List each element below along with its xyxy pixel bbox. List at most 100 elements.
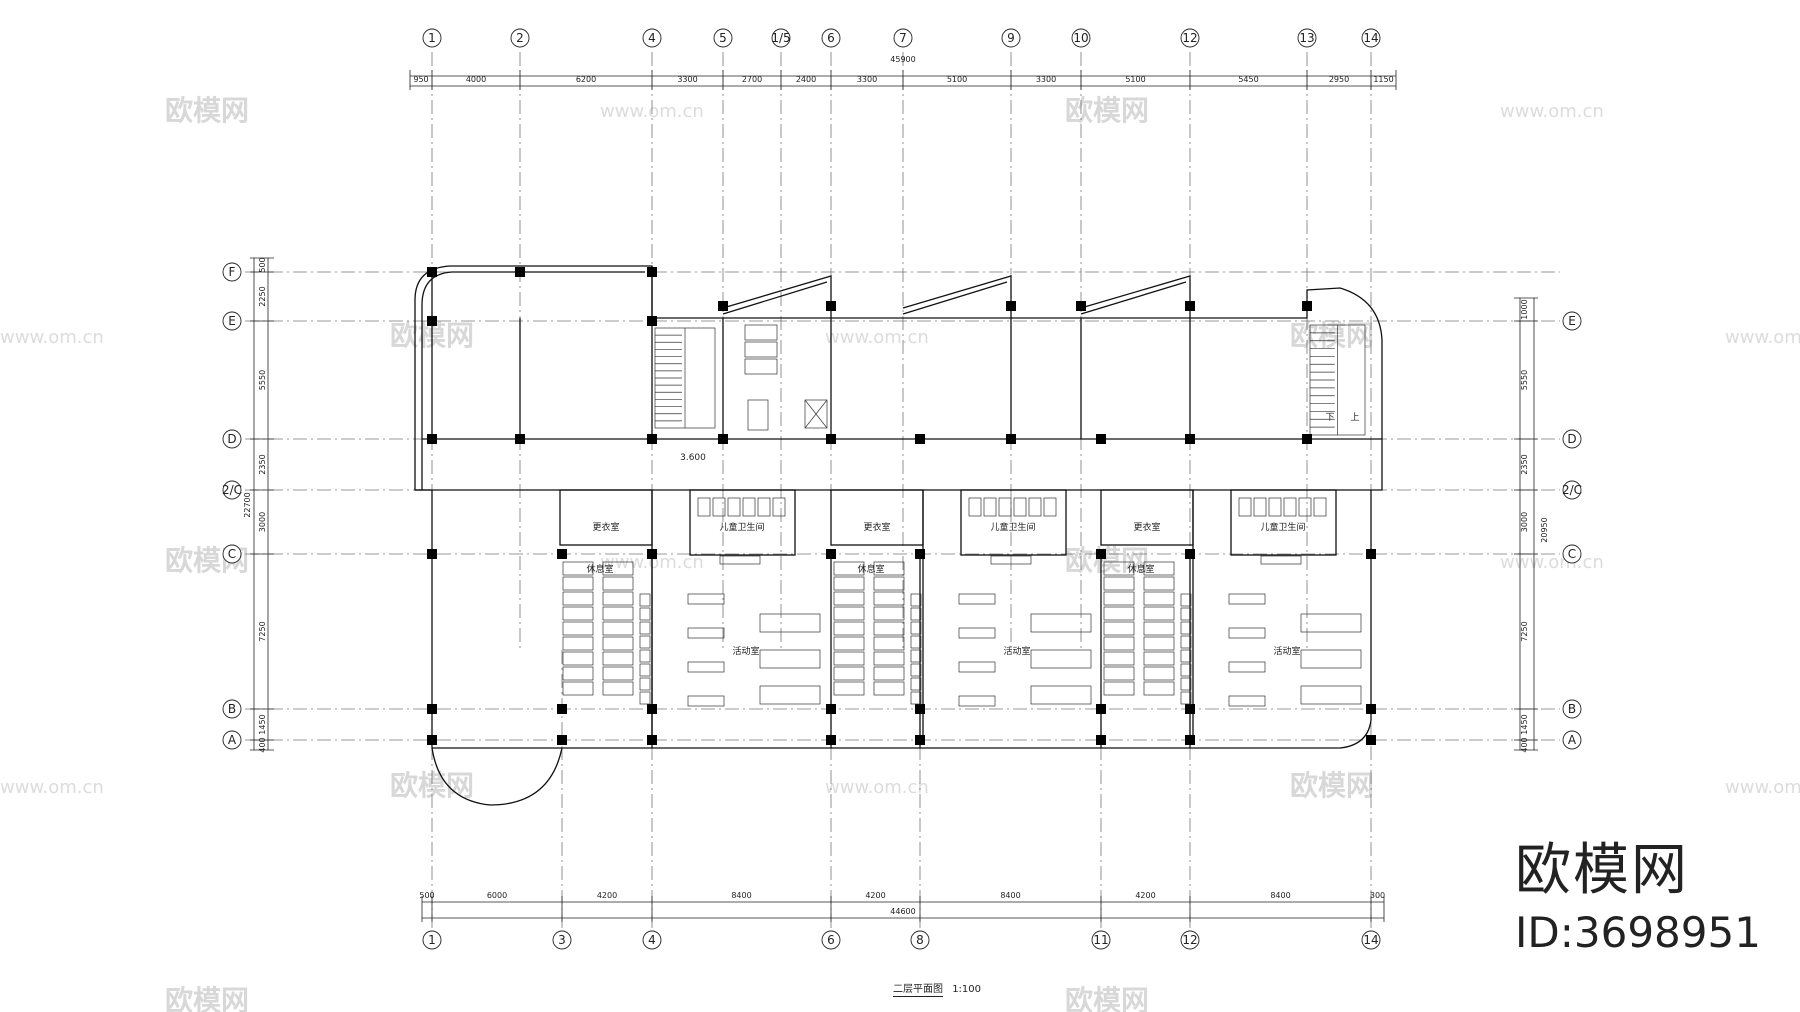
brand-id: ID:3698951 bbox=[1515, 908, 1761, 957]
room-label-rest: 休息室 bbox=[857, 563, 884, 575]
axis-bubble-bottom-label: 8 bbox=[916, 933, 924, 947]
elevator-shaft bbox=[804, 399, 828, 429]
activity-table bbox=[1228, 627, 1266, 639]
locker bbox=[910, 649, 922, 663]
activity-table bbox=[687, 695, 725, 707]
room-label-changing: 更衣室 bbox=[863, 521, 890, 533]
axis-bubble-top bbox=[510, 28, 530, 48]
toilet-stall bbox=[744, 341, 778, 358]
axis-bubble-bottom bbox=[910, 930, 930, 950]
column bbox=[718, 434, 728, 444]
locker bbox=[639, 649, 651, 663]
column bbox=[826, 549, 836, 559]
axis-bubble-bottom bbox=[1361, 930, 1381, 950]
kids-toilet-stall bbox=[1253, 497, 1267, 517]
column bbox=[826, 735, 836, 745]
bed bbox=[833, 606, 865, 621]
bed bbox=[602, 561, 634, 576]
column bbox=[1006, 301, 1016, 311]
axis-bubble-right-label: 2/C bbox=[1562, 483, 1582, 497]
bed bbox=[1103, 576, 1135, 591]
bed bbox=[562, 576, 594, 591]
watermark-url: www.om.cn bbox=[0, 777, 104, 798]
bed bbox=[873, 666, 905, 681]
toilet-stall bbox=[744, 324, 778, 341]
locker bbox=[910, 621, 922, 635]
locker bbox=[1180, 691, 1192, 705]
axis-bubble-left-label: C bbox=[228, 547, 236, 561]
axis-bubble-left bbox=[222, 429, 242, 449]
axis-bubble-bottom bbox=[642, 930, 662, 950]
locker bbox=[639, 691, 651, 705]
column bbox=[647, 704, 657, 714]
watermark-url: www.om.cn bbox=[1725, 327, 1800, 348]
furniture-fixtures bbox=[562, 561, 1362, 707]
bed bbox=[562, 621, 594, 636]
dim-bottom-label: 6000 bbox=[487, 891, 507, 900]
locker bbox=[639, 593, 651, 607]
kids-toilet-stall bbox=[1298, 497, 1312, 517]
axis-bubble-top bbox=[771, 28, 791, 48]
axis-bubble-right-label: B bbox=[1568, 702, 1576, 716]
column bbox=[1096, 704, 1106, 714]
dim-top-label: 3300 bbox=[857, 75, 877, 84]
locker bbox=[1180, 635, 1192, 649]
axis-bubble-right bbox=[1562, 429, 1582, 449]
bed bbox=[873, 636, 905, 651]
axis-bubble-left-label: F bbox=[229, 265, 236, 279]
column bbox=[515, 434, 525, 444]
activity-desk-row bbox=[1300, 685, 1362, 705]
locker bbox=[1180, 593, 1192, 607]
window-bay-inner bbox=[722, 281, 828, 315]
axis-bubble-top bbox=[1071, 28, 1091, 48]
room-label-kids-toilet: 儿童卫生间 bbox=[719, 521, 764, 533]
activity-table bbox=[958, 661, 996, 673]
column bbox=[1185, 434, 1195, 444]
column bbox=[915, 704, 925, 714]
locker bbox=[639, 607, 651, 621]
activity-table bbox=[1228, 695, 1266, 707]
column bbox=[915, 549, 925, 559]
axis-bubble-top-label: 7 bbox=[899, 31, 907, 45]
kids-toilet-stall bbox=[1028, 497, 1042, 517]
bed bbox=[833, 636, 865, 651]
axis-bubble-right bbox=[1562, 730, 1582, 750]
dim-top-label: 6200 bbox=[576, 75, 596, 84]
axis-bubble-bottom bbox=[422, 930, 442, 950]
dim-left-label: 7250 bbox=[258, 621, 267, 641]
toilet-stall bbox=[744, 358, 778, 375]
bed bbox=[1103, 606, 1135, 621]
axis-bubble-top bbox=[821, 28, 841, 48]
bed bbox=[602, 636, 634, 651]
washbasin bbox=[747, 399, 769, 431]
activity-desk-row bbox=[1030, 613, 1092, 633]
column bbox=[1185, 301, 1195, 311]
dim-bottom-total: 44600 bbox=[890, 907, 915, 916]
activity-table bbox=[1228, 661, 1266, 673]
axis-bubble-top-label: 1 bbox=[428, 31, 436, 45]
activity-table bbox=[687, 627, 725, 639]
dim-left-total: 22700 bbox=[243, 492, 252, 517]
axis-bubble-top bbox=[422, 28, 442, 48]
column bbox=[427, 735, 437, 745]
axis-bubble-left bbox=[222, 262, 242, 282]
locker bbox=[910, 663, 922, 677]
column bbox=[1302, 301, 1312, 311]
bed bbox=[562, 666, 594, 681]
bed bbox=[602, 681, 634, 696]
bed bbox=[562, 681, 594, 696]
bed bbox=[562, 651, 594, 666]
axis-bubble-bottom-label: 12 bbox=[1182, 933, 1197, 947]
kids-toilet-box bbox=[689, 489, 796, 556]
column bbox=[1096, 434, 1106, 444]
axis-bubble-top bbox=[893, 28, 913, 48]
column bbox=[1185, 735, 1195, 745]
bed bbox=[833, 576, 865, 591]
kids-basin bbox=[1260, 555, 1302, 565]
axis-bubble-top-label: 13 bbox=[1299, 31, 1314, 45]
watermark-logo: 欧模网 bbox=[1065, 544, 1149, 577]
dim-top-label: 5100 bbox=[1125, 75, 1145, 84]
bed bbox=[1103, 651, 1135, 666]
watermark-logo: 欧模网 bbox=[1065, 94, 1149, 127]
